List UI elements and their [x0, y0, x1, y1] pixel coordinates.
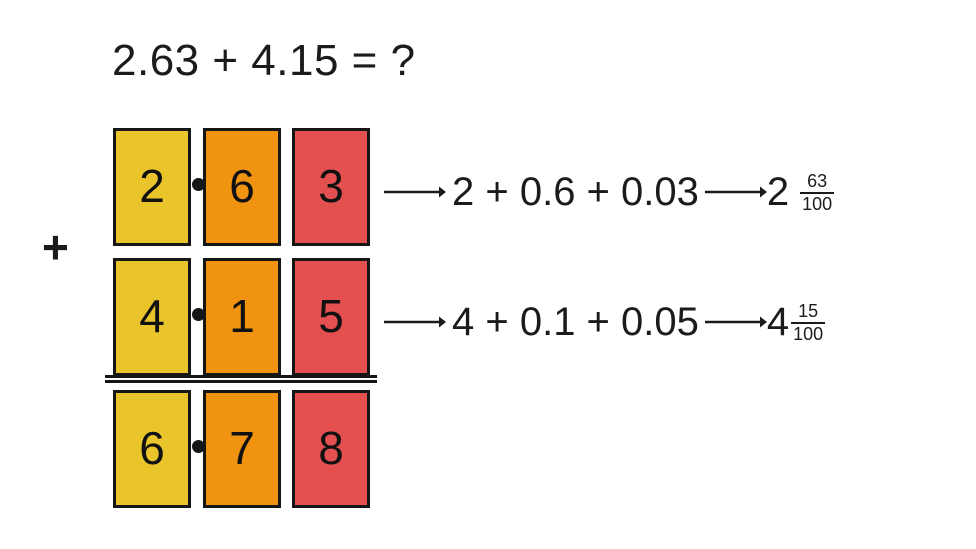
expansion-first-addend: 2 + 0.6 + 0.03 2 63 100 — [384, 162, 835, 222]
right-arrow-icon — [704, 312, 767, 332]
double-rule-divider — [105, 375, 377, 383]
rule-line-top — [105, 375, 377, 378]
digit-box-ones: 4 — [113, 258, 191, 376]
decimal-point-dot-icon — [192, 308, 205, 321]
fraction-denominator: 100 — [791, 322, 826, 344]
digit-value: 4 — [139, 290, 165, 342]
digit-box-tenths: 7 — [203, 390, 281, 508]
addition-operator: + — [42, 221, 69, 273]
decimal-point-dot-icon — [192, 178, 205, 191]
digit-box-tenths: 1 — [203, 258, 281, 376]
digit-value: 2 — [139, 160, 165, 212]
fraction: 63 100 — [800, 170, 835, 215]
digit-box-ones: 2 — [113, 128, 191, 246]
digit-value: 6 — [139, 422, 165, 474]
decimal-point-dot-icon — [192, 440, 205, 453]
expanded-form-text: 4 + 0.1 + 0.05 — [452, 300, 699, 344]
expanded-form-text: 2 + 0.6 + 0.03 — [452, 170, 699, 214]
digit-box-tenths: 6 — [203, 128, 281, 246]
right-arrow-icon — [384, 182, 446, 202]
mixed-number-second-addend: 4 15 100 — [766, 300, 826, 345]
digit-box-hundredths: 3 — [292, 128, 370, 246]
digit-value: 8 — [318, 422, 344, 474]
page-title: 2.63 + 4.15 = ? — [112, 36, 416, 85]
digit-box-hundredths: 8 — [292, 390, 370, 508]
fraction: 15 100 — [791, 300, 826, 345]
rule-line-bottom — [105, 380, 377, 383]
mixed-number-whole: 2 — [766, 170, 790, 214]
digit-value: 3 — [318, 160, 344, 212]
right-arrow-icon — [704, 182, 767, 202]
expansion-second-addend: 4 + 0.1 + 0.05 4 15 100 — [384, 292, 826, 352]
digit-value: 6 — [229, 160, 255, 212]
fraction-numerator: 15 — [798, 300, 819, 321]
digit-box-ones: 6 — [113, 390, 191, 508]
mixed-number-whole: 4 — [766, 300, 790, 344]
fraction-denominator: 100 — [800, 192, 835, 214]
fraction-numerator: 63 — [807, 170, 828, 191]
right-arrow-icon — [384, 312, 446, 332]
digit-value: 5 — [318, 290, 344, 342]
digit-box-hundredths: 5 — [292, 258, 370, 376]
digit-value: 1 — [229, 290, 255, 342]
digit-value: 7 — [229, 422, 255, 474]
mixed-number-first-addend: 2 63 100 — [766, 170, 835, 215]
